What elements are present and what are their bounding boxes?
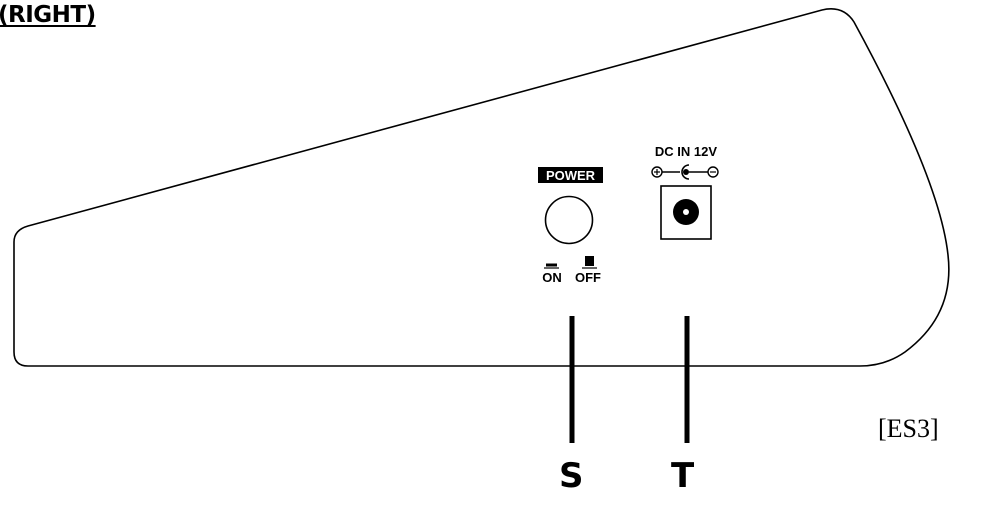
switch-off-symbol: [585, 256, 594, 266]
dc-in-label: DC IN 12V: [655, 144, 717, 159]
polarity-minus-text: −: [0, 0, 1, 1]
callout-t: T: [671, 456, 695, 496]
switch-on-label: ON: [542, 270, 562, 285]
figure-reference: [ES3]: [878, 414, 939, 443]
power-label-badge: [538, 167, 603, 183]
polarity-plus-text: +: [0, 0, 1, 1]
view-heading: (RIGHT): [0, 2, 96, 28]
device-body-outline: [13, 8, 950, 367]
polarity-center-icon: [681, 164, 690, 180]
power-label: POWER: [546, 168, 596, 183]
callout-s: S: [559, 456, 584, 496]
power-button[interactable]: [544, 195, 594, 245]
switch-off-label: OFF: [575, 270, 601, 285]
